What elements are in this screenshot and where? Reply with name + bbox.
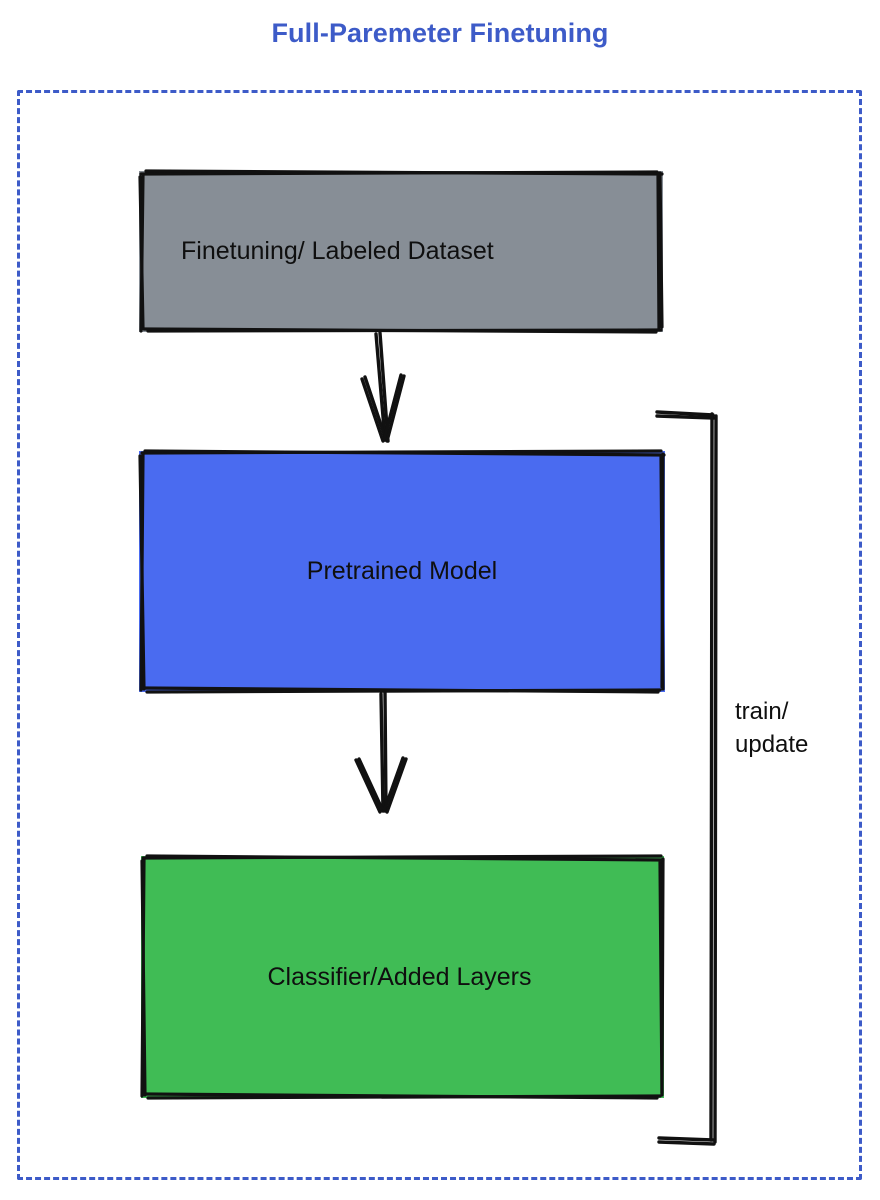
node-pretrained[interactable]: Pretrained Model xyxy=(138,449,666,694)
node-classifier-label: Classifier/Added Layers xyxy=(267,962,532,991)
node-pretrained-label: Pretrained Model xyxy=(306,557,498,586)
edge-label-train-update: train/ update xyxy=(735,695,808,761)
diagram-frame xyxy=(17,90,862,1180)
node-dataset[interactable]: Finetuning/ Labeled Dataset xyxy=(138,169,664,334)
edge-label-line-1: train/ xyxy=(735,698,789,725)
edge-label-line-2: update xyxy=(735,731,809,759)
node-dataset-label: Finetuning/ Labeled Dataset xyxy=(181,237,494,266)
node-classifier[interactable]: Classifier/Added Layers xyxy=(140,854,665,1100)
page-title: Full-Paremeter Finetuning xyxy=(271,18,609,48)
